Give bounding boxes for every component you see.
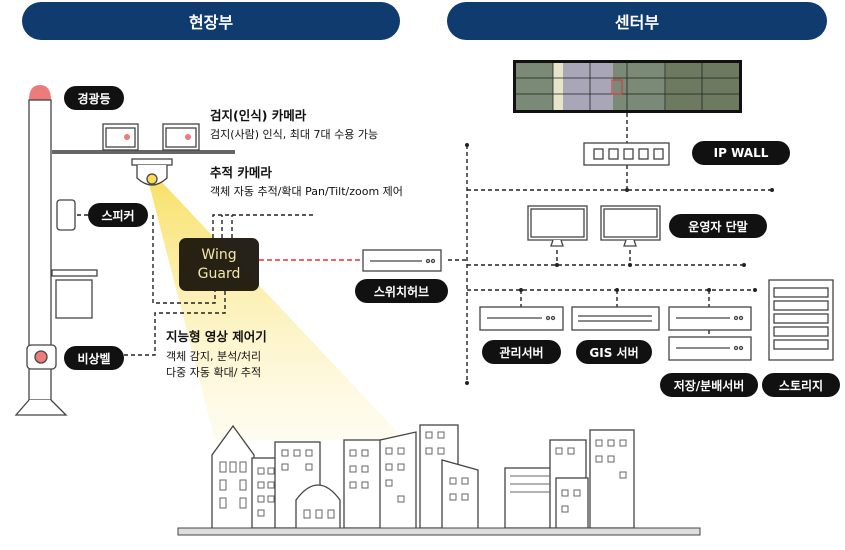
label-speaker: 스피커: [88, 203, 148, 227]
video-wall: [513, 60, 742, 113]
bus-nodes: [465, 143, 774, 385]
header-field: 현장부: [22, 2, 400, 40]
field-links: [77, 214, 467, 356]
ip-wall-device: [583, 142, 670, 166]
storage-rack: [768, 279, 834, 361]
controller-title: 지능형 영상 제어기: [166, 329, 267, 344]
controller-desc-2: 다중 자동 확대/ 추적: [166, 366, 262, 379]
label-storage-server: 저장/분배서버: [660, 373, 758, 397]
label-operator-terminal: 운영자 단말: [669, 214, 767, 238]
label-mgmt-server: 관리서버: [482, 340, 561, 364]
label-ip-wall: IP WALL: [692, 141, 790, 165]
city-buildings: [211, 424, 635, 529]
detect-camera-desc: 검지(사람) 인식, 최대 7대 수용 가능: [210, 128, 379, 141]
ground: [177, 527, 701, 536]
label-gis-server: GIS 서버: [576, 340, 652, 364]
building-windows: [219, 431, 627, 519]
wing-guard-line1: Wing: [201, 246, 237, 263]
servers: [479, 306, 752, 361]
camera-beam: [148, 178, 405, 440]
label-warning-light: 경광등: [64, 86, 124, 110]
label-storage: 스토리지: [762, 373, 840, 397]
tracking-camera-title: 추적 카메라: [210, 165, 272, 180]
wing-guard-line2: Guard: [197, 265, 241, 282]
operator-monitors: [527, 205, 661, 247]
header-center: 센터부: [447, 2, 827, 40]
wing-guard-controller: Wing Guard: [179, 238, 259, 291]
controller-desc-1: 객체 감지, 분석/처리: [166, 350, 262, 363]
label-emergency-bell: 비상벨: [64, 346, 124, 370]
switch-hub-device: [362, 249, 442, 272]
pole: [14, 85, 235, 416]
label-switch-hub: 스위치허브: [355, 279, 448, 303]
tracking-camera-desc: 객체 자동 추적/확대 Pan/Tilt/zoom 제어: [210, 185, 403, 198]
detect-camera-title: 검지(인식) 카메라: [210, 108, 307, 123]
